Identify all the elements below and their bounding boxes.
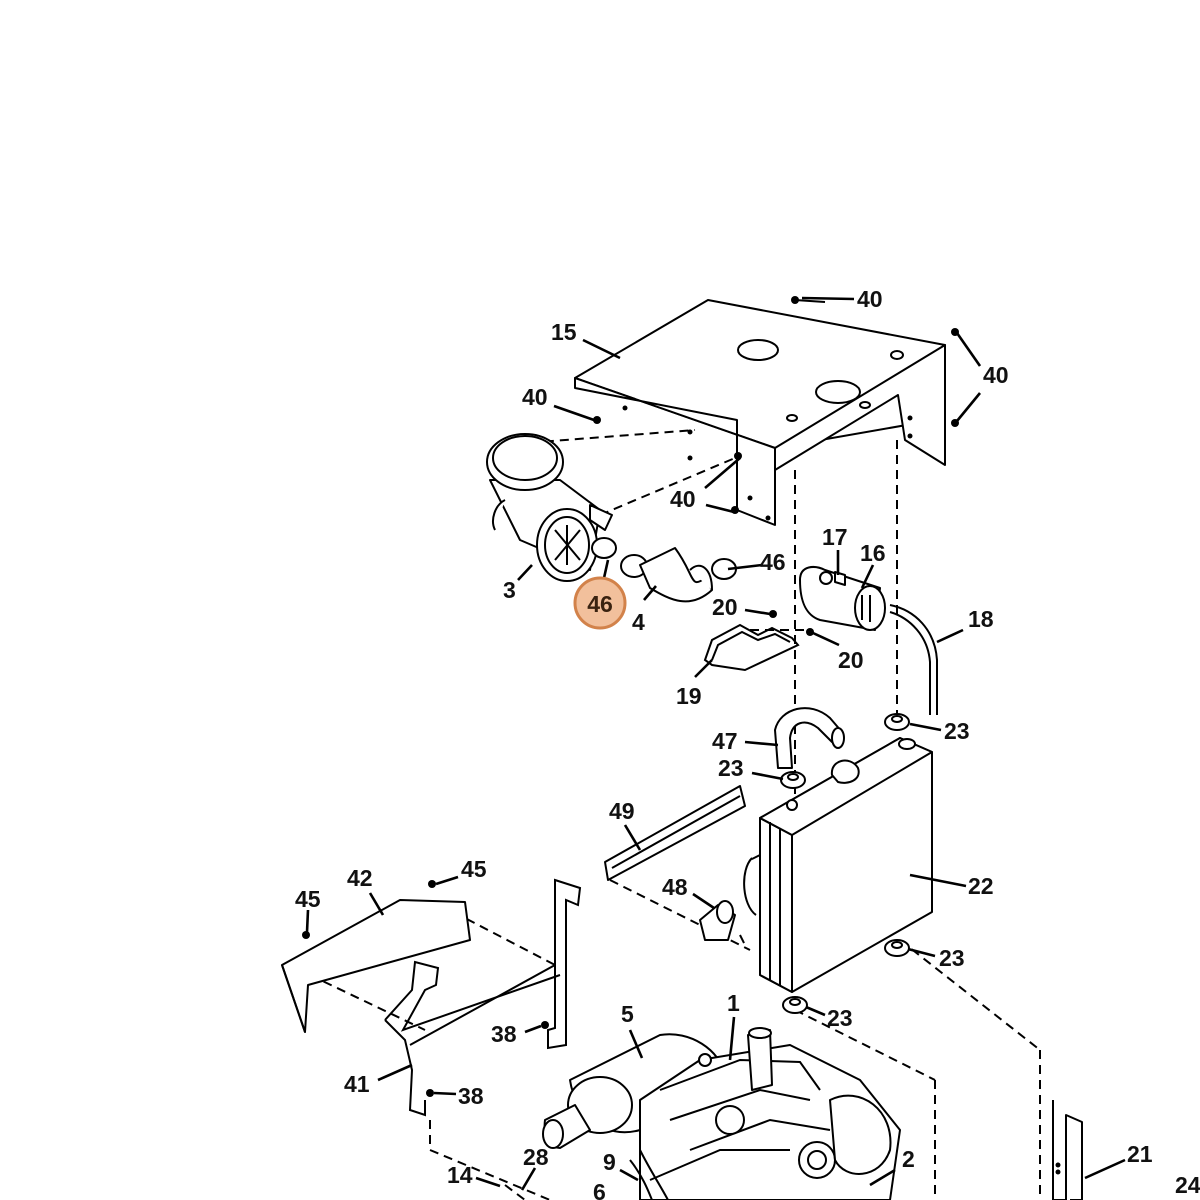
support-bracket-part-41 [384,878,582,1117]
highlighted-callout-46[interactable]: 46 [573,576,627,630]
callout-48[interactable]: 48 [662,874,688,900]
hood-panel-part-15 [574,299,946,526]
callout-20[interactable]: 20 [838,647,864,673]
engine-part-1 [629,1027,901,1200]
callout-23[interactable]: 23 [944,718,970,744]
rubber-mounts-part-23 [780,713,910,1014]
callout-47[interactable]: 47 [712,728,738,754]
callout-49[interactable]: 49 [609,798,635,824]
callout-45[interactable]: 45 [461,856,487,882]
muffler-part-5 [542,1033,726,1149]
air-cleaner-part-3 [486,433,613,582]
callout-9[interactable]: 9 [603,1149,616,1175]
callout-41[interactable]: 41 [344,1071,370,1097]
callout-3[interactable]: 3 [503,577,516,603]
overflow-tube-part-18 [889,604,938,715]
shield-part-42 [281,899,471,1033]
callout-16[interactable]: 16 [860,540,886,566]
bracket-part-21 [1052,1100,1083,1200]
radiator-hose-part-47 [774,707,845,769]
callout-1[interactable]: 1 [727,990,740,1016]
screws-parts-38-45 [302,880,549,1097]
radiator-part-22 [743,737,933,993]
callout-40[interactable]: 40 [983,362,1009,388]
callout-40[interactable]: 40 [670,486,696,512]
callout-40[interactable]: 40 [522,384,548,410]
callout-22[interactable]: 22 [968,873,994,899]
callout-23[interactable]: 23 [718,755,744,781]
callout-labels: 40 15 40 40 40 3 4 46 17 16 20 20 18 19 … [295,286,1200,1200]
screws-part-20 [769,610,814,636]
callout-38[interactable]: 38 [458,1083,484,1109]
callout-6[interactable]: 6 [593,1179,606,1200]
callout-38[interactable]: 38 [491,1021,517,1047]
coolant-reservoir-part-16 [799,566,886,631]
bracket-part-19 [703,623,800,672]
callout-45[interactable]: 45 [295,886,321,912]
leader-lines [305,296,1126,1191]
highlight-circle[interactable] [573,576,627,630]
callout-23[interactable]: 23 [939,945,965,971]
callout-18[interactable]: 18 [968,606,994,632]
callout-23[interactable]: 23 [827,1005,853,1031]
callout-5[interactable]: 5 [621,1001,634,1027]
intake-hose-part-4 [639,547,713,603]
callout-20[interactable]: 20 [712,594,738,620]
callout-14[interactable]: 14 [447,1162,473,1188]
callout-46[interactable]: 46 [760,549,786,575]
callout-40[interactable]: 40 [857,286,883,312]
callout-17[interactable]: 17 [822,524,848,550]
baffle-strip-part-49 [604,785,746,881]
callout-42[interactable]: 42 [347,865,373,891]
callout-15[interactable]: 15 [551,319,577,345]
callout-21[interactable]: 21 [1127,1141,1153,1167]
lower-hose-part-48 [699,900,736,941]
callout-2[interactable]: 2 [902,1146,915,1172]
hose-clamps-part-46 [591,537,737,580]
callout-28[interactable]: 28 [523,1144,549,1170]
callout-19[interactable]: 19 [676,683,702,709]
highlighted-callout-label[interactable]: 46 [587,591,613,617]
callout-4[interactable]: 4 [632,609,645,635]
callout-24[interactable]: 24 [1175,1172,1200,1198]
